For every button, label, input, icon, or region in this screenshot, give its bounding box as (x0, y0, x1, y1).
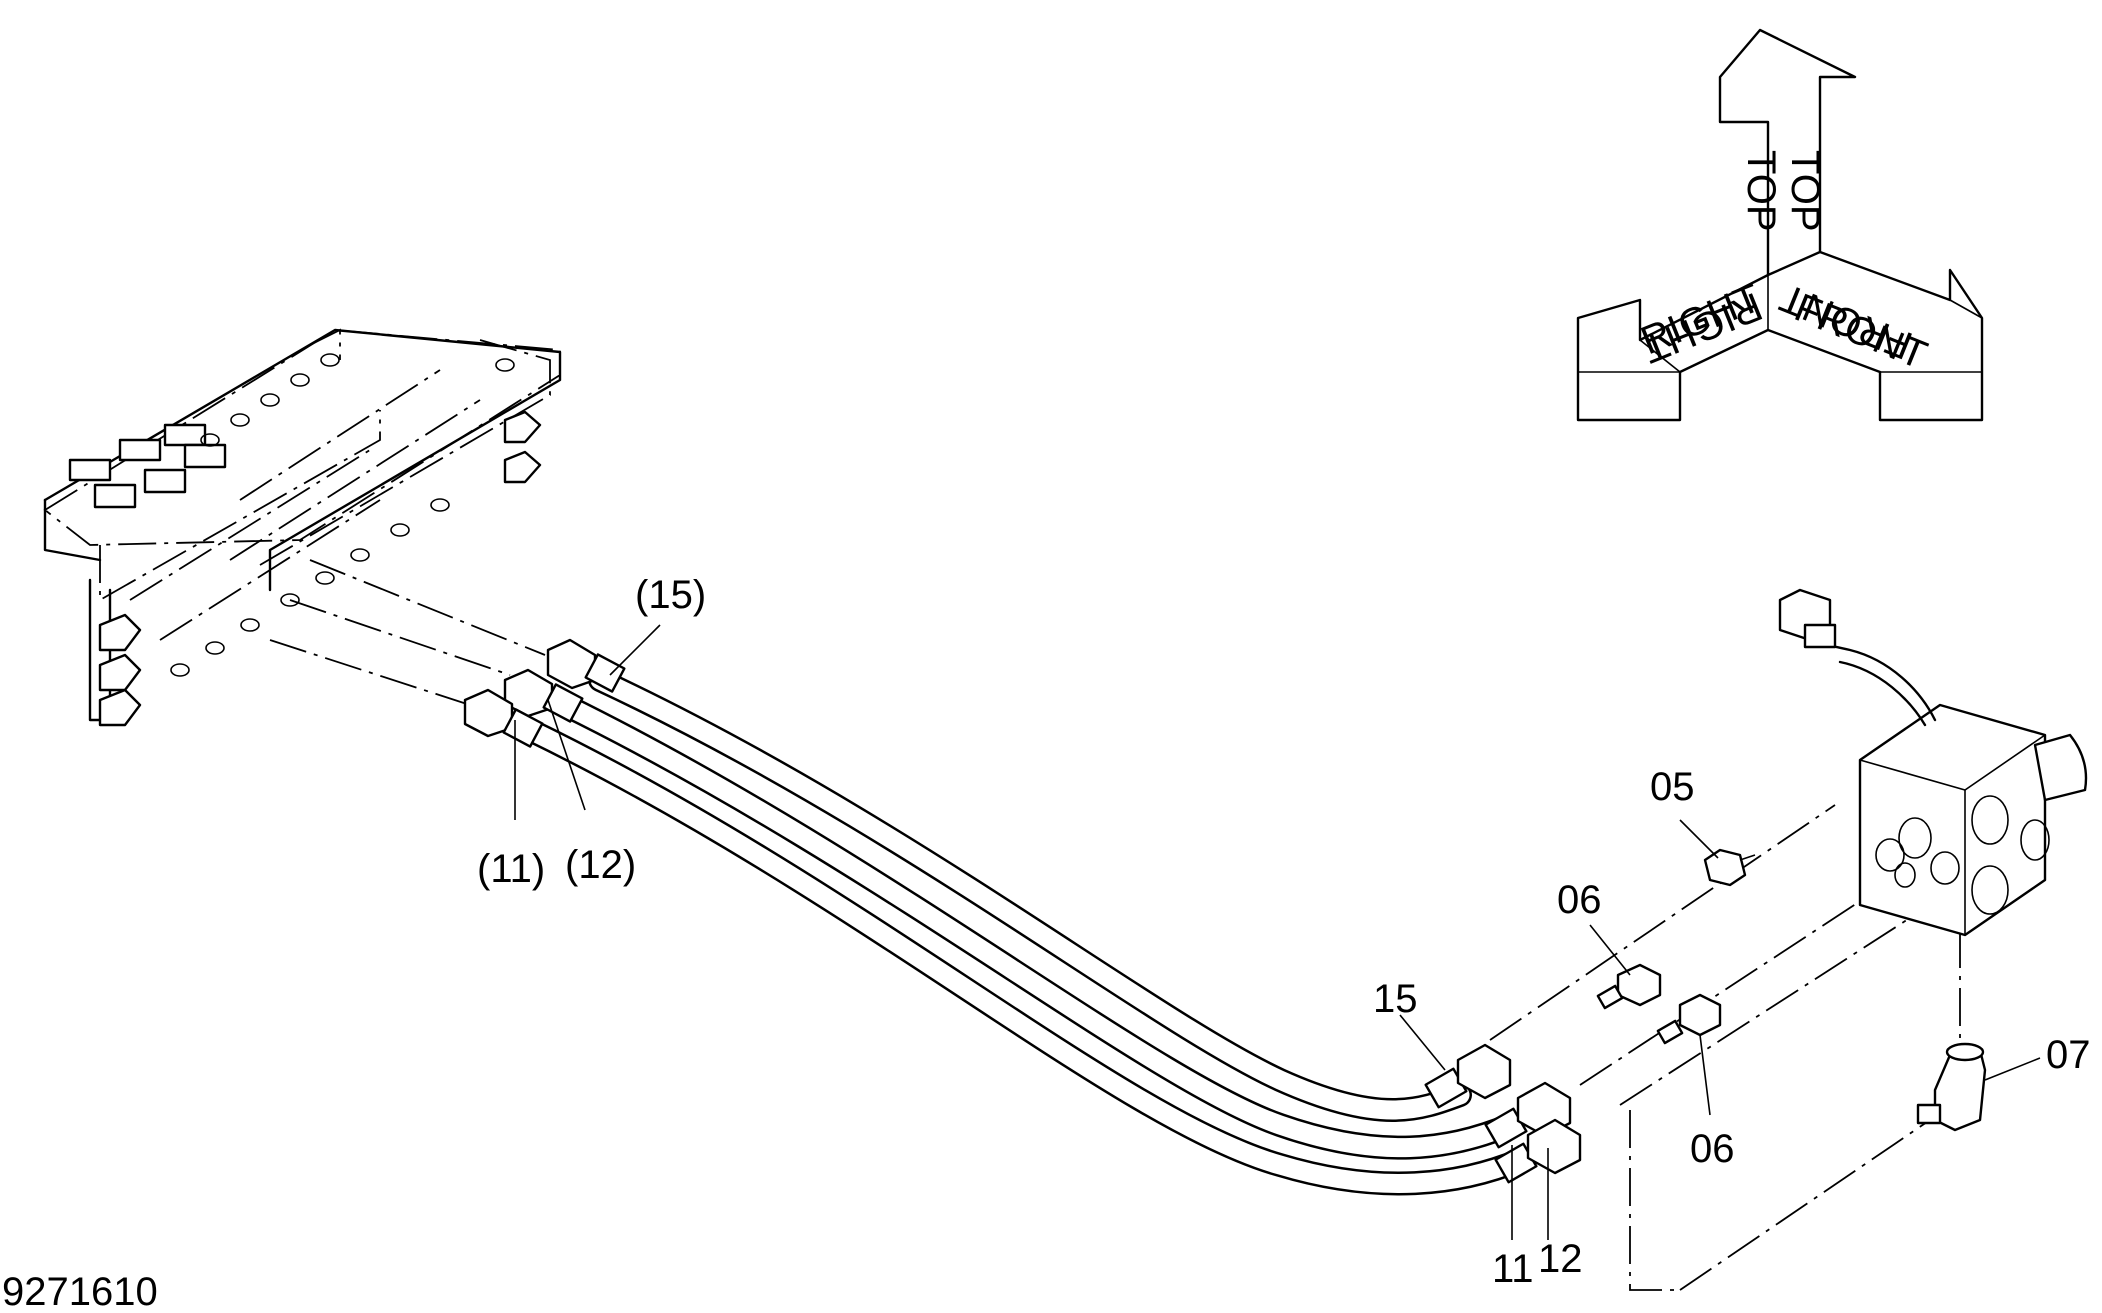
callout-labels: (15) (11) (12) 05 06 06 07 15 11 12 9271… (2, 573, 2091, 1313)
orientation-indicator: TOP TOP RIGHT RIGHT FRONT FRONT (1576, 28, 1984, 422)
callout-11: 11 (1492, 1247, 1534, 1291)
callout-15: 15 (1373, 977, 1418, 1021)
plug-05 (1703, 848, 1756, 887)
hose-fitting-right (1424, 1043, 1582, 1184)
callout-07: 07 (2046, 1033, 2091, 1077)
callout-15-paren: (15) (635, 573, 706, 617)
bracket-bolt (98, 410, 542, 727)
callout-12-paren: (12) (565, 843, 636, 887)
drawing-number: 9271610 (2, 1270, 158, 1313)
leader-lines (514, 624, 2041, 1240)
bracket-holes (170, 353, 515, 677)
callout-06-upper: 06 (1557, 878, 1602, 922)
callout-06-lower: 06 (1690, 1127, 1735, 1171)
callout-11-paren: (11) (477, 847, 545, 891)
manifold-fitting (68, 423, 227, 509)
orientation-top-label-a: TOP (1739, 150, 1783, 232)
adapter-06-a (1596, 963, 1662, 1010)
elbow-07 (1916, 1042, 1987, 1132)
adapter-06-b (1656, 993, 1722, 1045)
callout-12: 12 (1538, 1237, 1583, 1281)
orientation-front-label-b: FRONT (1774, 275, 1918, 367)
hose-assembly (518, 668, 1532, 1196)
hose-fitting-left (463, 638, 626, 748)
center-lines (269, 559, 1961, 1291)
valve-block (1778, 588, 2088, 937)
callout-05: 05 (1650, 765, 1695, 809)
left-bracket-assembly (43, 328, 562, 727)
orientation-top-label-b: TOP (1783, 150, 1827, 232)
